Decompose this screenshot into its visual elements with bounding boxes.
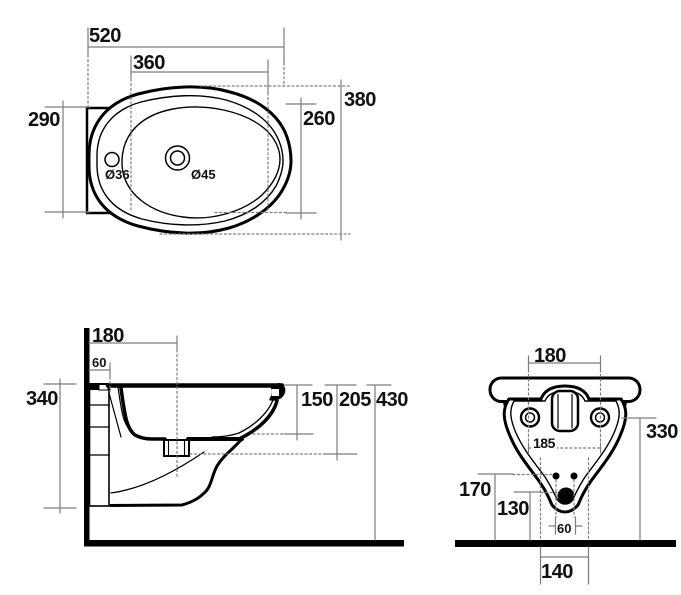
dim-label-plan-260: 260	[303, 108, 335, 130]
side-carrier-lines	[88, 392, 122, 456]
front-inlet-left	[552, 472, 560, 480]
plan-drain-outer	[164, 145, 191, 171]
side-rim-lip-notch	[271, 389, 279, 396]
dim-label-side-340: 340	[26, 388, 58, 410]
side-dimension-lines	[43, 335, 392, 541]
side-apron-line	[110, 451, 205, 494]
dim-label-front-130: 130	[497, 498, 529, 520]
front-floor	[455, 540, 676, 547]
plan-dimension-lines	[44, 27, 351, 241]
dim-label-side-180: 180	[92, 325, 124, 347]
plan-tap-hole	[104, 151, 120, 168]
front-drain-dot	[557, 487, 575, 505]
dim-label-plan-380: 380	[344, 89, 376, 111]
dim-label-side-430: 430	[376, 389, 408, 411]
dim-label-front-140: 140	[541, 561, 573, 583]
dim-label-side-60: 60	[92, 355, 107, 370]
dim-label-plan-d36: Ø36	[105, 167, 130, 182]
dim-label-front-185: 185	[531, 435, 557, 451]
dim-label-front-330: 330	[646, 421, 678, 443]
dim-label-plan-d45: Ø45	[191, 167, 216, 182]
dim-label-front-180: 180	[534, 345, 566, 367]
plan-drain-inner	[169, 150, 186, 166]
front-inlet-right	[570, 472, 578, 480]
front-center-housing	[550, 389, 580, 433]
dim-label-plan-520: 520	[89, 25, 121, 47]
plan-rim-line	[96, 94, 284, 226]
side-bowl-right-wall	[239, 399, 279, 440]
side-bowl-inner-line	[211, 399, 274, 438]
front-view	[455, 355, 676, 585]
side-floor	[84, 540, 404, 547]
plan-view	[44, 27, 351, 241]
plan-bowl-line	[121, 106, 281, 219]
dim-label-side-205: 205	[339, 389, 371, 411]
front-dimension-lines	[477, 355, 657, 585]
front-holes	[552, 472, 578, 505]
side-carrier	[88, 383, 110, 507]
side-bowl-left-wall	[119, 386, 167, 441]
side-bowl-left-inner	[117, 386, 133, 432]
side-wall	[84, 328, 90, 546]
dim-label-front-60: 60	[557, 521, 572, 536]
dim-label-side-150: 150	[301, 389, 333, 411]
dim-label-plan-360: 360	[133, 52, 165, 74]
dim-label-plan-290: 290	[28, 109, 60, 131]
side-view	[43, 328, 404, 547]
dim-label-front-170: 170	[459, 479, 491, 501]
